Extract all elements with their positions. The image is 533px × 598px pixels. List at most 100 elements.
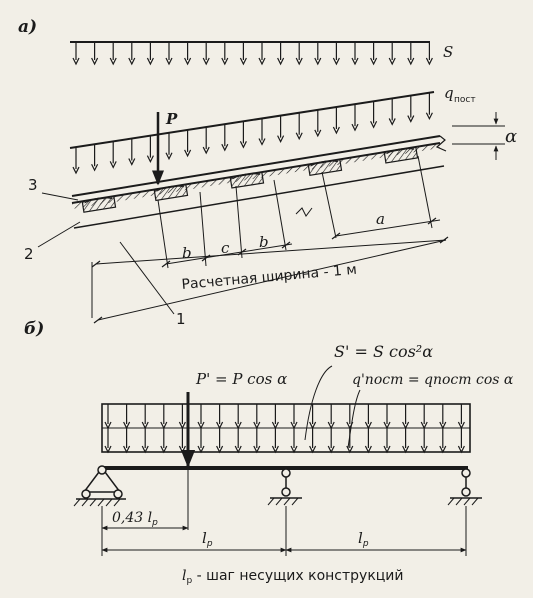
angle-alpha-label: α [505, 126, 517, 147]
dimension-lines-a: b c b a Расчетная ширина - 1 м [91, 155, 449, 324]
callouts: 3 2 1 [24, 176, 186, 328]
snow-arrow-head [425, 57, 433, 66]
joist [307, 158, 343, 176]
dim-043: 0,43 lр [112, 510, 158, 528]
part-a-label: а) [18, 17, 37, 37]
snow-arrow-head [109, 57, 117, 66]
dimension-lines-b: 0,43 lр lр lр [101, 470, 467, 556]
dim-b2-label: b [259, 233, 269, 251]
dist-arrow-bottom-head [364, 445, 372, 454]
dist-arrow-bottom-head [197, 445, 205, 454]
snow-arrow-head [277, 57, 285, 66]
dead-load-arrow-head [388, 118, 396, 126]
formula-snow: S' = S cos²α [334, 342, 433, 361]
joists-group [81, 146, 419, 213]
callout-2: 2 [24, 245, 34, 263]
snow-load-label: S [443, 43, 453, 61]
snow-arrow-head [128, 57, 136, 66]
snow-arrow-head [332, 57, 340, 66]
dead-load-arrow-head [72, 166, 80, 175]
snow-arrow-head [239, 57, 247, 66]
snow-arrow-head [202, 57, 210, 66]
dead-load-arrow-head [146, 155, 154, 163]
dead-load-arrow-head [128, 158, 136, 166]
formula-point: P' = P cos α [195, 370, 287, 388]
leader-q [347, 389, 361, 449]
joist-grain [156, 185, 185, 192]
joist [229, 171, 265, 189]
footer-caption: lр - шаг несущих конструкций [182, 568, 404, 586]
joist-grain [84, 197, 113, 204]
snow-arrow-head [91, 57, 99, 66]
snow-arrow-head [370, 57, 378, 66]
dist-arrow-bottom-head [141, 445, 149, 454]
dist-arrow-bottom-head [383, 445, 391, 454]
dist-arrow-bottom-head [439, 445, 447, 454]
dead-load-label: q [444, 84, 454, 102]
support-middle [267, 468, 302, 506]
snow-arrow-head [295, 57, 303, 66]
point-load-label: P [165, 110, 178, 128]
snow-arrow-head [407, 57, 415, 66]
distributed-load-arrows [104, 404, 465, 454]
dist-arrow-bottom-head [271, 445, 279, 454]
dead-load-arrow-head [165, 152, 173, 161]
snow-arrow-head [72, 57, 80, 66]
joist [153, 183, 189, 202]
dead-load-arrow-head [295, 132, 303, 141]
snow-arrow-head [258, 57, 266, 66]
dist-arrow-bottom-head [290, 445, 298, 454]
dead-load: q пост [69, 84, 476, 175]
dead-load-arrow-head [221, 143, 229, 152]
snow-arrow-head [388, 57, 396, 66]
support-left [73, 465, 126, 507]
dim-b1-label: b [182, 244, 192, 262]
callout-1: 1 [176, 310, 186, 328]
dead-load-arrow-head [332, 126, 340, 135]
joist-grain [386, 148, 415, 155]
dist-arrow-bottom-head [216, 445, 224, 454]
formula-q: q'пост = qпост cos α [352, 372, 514, 388]
leader-snow [304, 365, 333, 441]
dead-load-arrows [72, 92, 433, 175]
dead-load-arrow-head [91, 163, 99, 172]
slope-angle: α [452, 112, 517, 160]
snow-load: S [70, 41, 453, 66]
point-load-p: P [152, 110, 178, 186]
dist-arrow-bottom-head [160, 445, 168, 454]
dist-arrow-bottom-head [346, 445, 354, 454]
snow-arrow-head [351, 57, 359, 66]
dead-load-arrow-head [109, 161, 117, 169]
callout-3: 3 [28, 176, 38, 194]
dim-a-label: a [376, 210, 385, 228]
dist-arrow-bottom-head [123, 445, 131, 454]
dead-load-arrow-head [202, 146, 210, 155]
width-caption: Расчетная ширина - 1 м [181, 262, 358, 293]
snow-arrow-head [184, 57, 192, 66]
snow-arrow-head [146, 57, 154, 66]
dead-load-arrow-head [425, 112, 433, 121]
snow-arrow-head [165, 57, 173, 66]
snow-arrow-head [314, 57, 322, 66]
dist-arrow-bottom-head [420, 445, 428, 454]
dist-arrow-bottom-head [457, 445, 465, 454]
dead-load-arrow-head [407, 115, 415, 123]
dim-c-label: c [221, 239, 230, 257]
dead-load-arrow-head [351, 123, 359, 132]
snow-arrow-head [221, 57, 229, 66]
dead-load-subscript: пост [454, 95, 476, 105]
joist-grain [310, 160, 339, 167]
dist-arrow-bottom-head [253, 445, 261, 454]
dist-arrow-bottom-head [234, 445, 242, 454]
part-b-label: б) [24, 319, 44, 339]
dead-load-arrow-head [277, 135, 285, 143]
dim-l1: lр [202, 529, 213, 549]
support-right [447, 468, 482, 506]
dead-load-arrow-head [239, 141, 247, 149]
dist-arrow-bottom-head [104, 445, 112, 454]
dead-load-arrow-head [184, 149, 192, 158]
joist-grain [232, 173, 261, 180]
dead-load-arrow-head [258, 138, 266, 146]
